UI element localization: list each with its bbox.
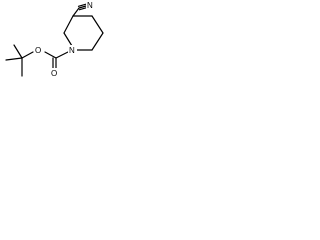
bond-ring-right-upper bbox=[91, 15, 104, 34]
bond-ring-left-upper bbox=[63, 15, 74, 34]
bond-ring-left-lower bbox=[63, 32, 73, 47]
carbonyl-o-knockout bbox=[50, 68, 59, 78]
bond-n-to-carbonyl-carbon bbox=[55, 51, 69, 59]
bond-carbonyl-to-ester-o bbox=[44, 51, 57, 59]
bond-ring-right-lower bbox=[91, 32, 104, 51]
bond-nitrile-triple-b bbox=[77, 3, 87, 7]
bond-tbu-up bbox=[13, 44, 23, 59]
bond-tbu-left bbox=[5, 57, 23, 61]
bond-nitrile-triple-c bbox=[78, 7, 88, 11]
bond-ester-o-to-tbu bbox=[21, 51, 34, 59]
ring-n-label: N bbox=[69, 46, 75, 55]
boc-cyanopiperidine-structure: N N O O bbox=[5, 0, 104, 78]
ester-o-label: O bbox=[35, 46, 41, 55]
carbonyl-o-label: O bbox=[51, 69, 57, 78]
ester-o-knockout bbox=[34, 45, 44, 55]
bond-nitrile-triple-a bbox=[78, 5, 87, 9]
nitrile-n-label: N bbox=[87, 1, 93, 10]
bond-to-nitrile-carbon bbox=[72, 7, 80, 17]
ring-n-knockout bbox=[68, 45, 77, 55]
nitrile-n-knockout bbox=[86, 0, 95, 10]
